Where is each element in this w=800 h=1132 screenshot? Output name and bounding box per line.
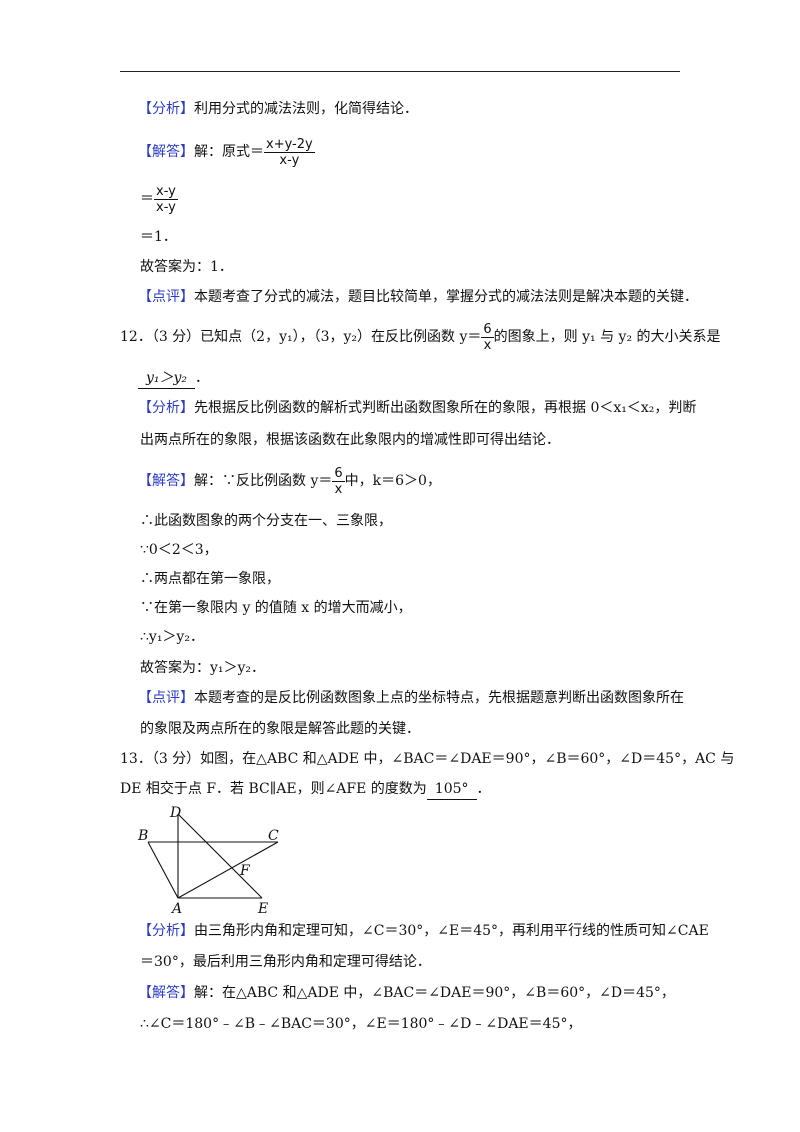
stem-text: 的图象上，则 y₁ 与 y₂ 的大小关系是 — [493, 329, 721, 345]
answer-end: ． — [195, 370, 210, 386]
stem-text: 12．（3 分）已知点（2，y₁），（3，y₂）在反比例函数 y＝ — [120, 329, 482, 345]
analysis-text: 利用分式的减法法则，化简得结论． — [194, 101, 418, 117]
solution-tag: 【解答】 — [138, 985, 194, 1001]
q13-step-1: ∴∠C＝180°﹣∠B﹣∠BAC＝30°，∠E＝180°﹣∠D﹣∠DAE＝45°… — [140, 1016, 582, 1032]
q13-analysis-2: ＝30°，最后利用三角形内角和定理可得结论． — [140, 954, 431, 970]
equals-sign: ＝ — [140, 191, 154, 207]
label-C: C — [268, 828, 279, 844]
q12-step-3: ∴两点都在第一象限， — [140, 571, 280, 587]
stem-text: DE 相交于点 F．若 BC∥AE，则∠AFE 的度数为 — [120, 781, 427, 797]
analysis-text: 先根据反比例函数的解析式判断出函数图象所在的象限，再根据 0＜x₁＜x₂，判断 — [194, 400, 697, 416]
q12-answer: y₁＞y₂． — [138, 368, 708, 389]
q12-comment-2: 的象限及两点所在的象限是解答此题的关键． — [140, 721, 420, 737]
solution-prefix: 解：原式＝ — [194, 144, 264, 160]
q12-step-2: ∵0＜2＜3， — [140, 542, 218, 558]
analysis-tag: 【分析】 — [138, 400, 194, 416]
label-A: A — [170, 901, 182, 917]
label-F: F — [239, 863, 251, 879]
header-rule — [120, 71, 680, 72]
geometry-figure: D B C F A E — [137, 805, 279, 917]
solution-prefix: 解：∵反比例函数 y＝ — [194, 473, 333, 489]
q11-answer-line: 故答案为：1． — [140, 259, 233, 275]
fraction-denominator: x — [334, 481, 343, 497]
fraction-numerator: 6 — [481, 321, 494, 338]
answer-end: ． — [476, 781, 491, 797]
fraction-denominator: x-y — [279, 152, 300, 168]
q11-comment: 【点评】本题考查了分式的减法，题目比较简单，掌握分式的减法法则是解决本题的关键． — [138, 287, 708, 307]
label-D: D — [169, 805, 181, 821]
fraction-numerator: 6 — [332, 465, 345, 482]
q13-stem-1: 13．（3 分）如图，在△ABC 和△ADE 中，∠BAC＝∠DAE＝90°，∠… — [120, 751, 735, 767]
q11-step3: ＝1． — [140, 229, 177, 245]
fraction-numerator: x-y — [154, 183, 178, 200]
segment-AB — [147, 841, 179, 899]
segment-DE — [177, 813, 263, 899]
segment-AC — [177, 841, 279, 899]
comment-text: 本题考查了分式的减法，题目比较简单，掌握分式的减法法则是解决本题的关键． — [194, 289, 698, 305]
analysis-tag: 【分析】 — [138, 101, 194, 117]
comment-text: 本题考查的是反比例函数图象上点的坐标特点，先根据题意判断出函数图象所在 — [194, 690, 684, 706]
comment-tag: 【点评】 — [138, 289, 194, 305]
q12-analysis-2: 出两点所在的象限，根据该函数在此象限内的增减性即可得出结论． — [140, 432, 560, 448]
solution-suffix: 中，k＝6＞0， — [344, 473, 441, 489]
q12-step-1: ∴此函数图象的两个分支在一、三象限， — [140, 513, 392, 529]
analysis-text: 由三角形内角和定理可知，∠C＝30°，∠E＝45°，再利用平行线的性质可知∠CA… — [194, 923, 709, 939]
answer-blank: 105° — [426, 779, 477, 800]
fraction-denominator: x — [483, 337, 492, 353]
q13-analysis-1: 【分析】由三角形内角和定理可知，∠C＝30°，∠E＝45°，再利用平行线的性质可… — [138, 921, 709, 941]
fraction-numerator: x+y-2y — [264, 136, 315, 153]
answer-blank: y₁＞y₂ — [138, 368, 196, 389]
solution-text: 解：在△ABC 和△ADE 中，∠BAC＝∠DAE＝90°，∠B＝60°，∠D＝… — [194, 985, 675, 1001]
comment-tag: 【点评】 — [138, 690, 194, 706]
solution-tag: 【解答】 — [138, 144, 194, 160]
label-B: B — [137, 828, 148, 844]
analysis-tag: 【分析】 — [138, 923, 194, 939]
q12-step-5: ∴y₁＞y₂． — [140, 629, 204, 645]
fraction-denominator: x-y — [156, 199, 176, 215]
q12-analysis-1: 【分析】先根据反比例函数的解析式判断出函数图象所在的象限，再根据 0＜x₁＜x₂… — [138, 398, 708, 418]
label-E: E — [257, 901, 268, 917]
q12-comment-1: 【点评】本题考查的是反比例函数图象上点的坐标特点，先根据题意判断出函数图象所在 — [138, 688, 708, 708]
solution-tag: 【解答】 — [138, 473, 194, 489]
q13-solution: 【解答】解：在△ABC 和△ADE 中，∠BAC＝∠DAE＝90°，∠B＝60°… — [138, 983, 708, 1003]
q12-step-4: ∵在第一象限内 y 的值随 x 的增大而减小， — [140, 600, 412, 616]
q12-answer-line: 故答案为：y₁＞y₂． — [140, 660, 266, 676]
q11-analysis: 【分析】利用分式的减法法则，化简得结论． — [138, 99, 708, 119]
